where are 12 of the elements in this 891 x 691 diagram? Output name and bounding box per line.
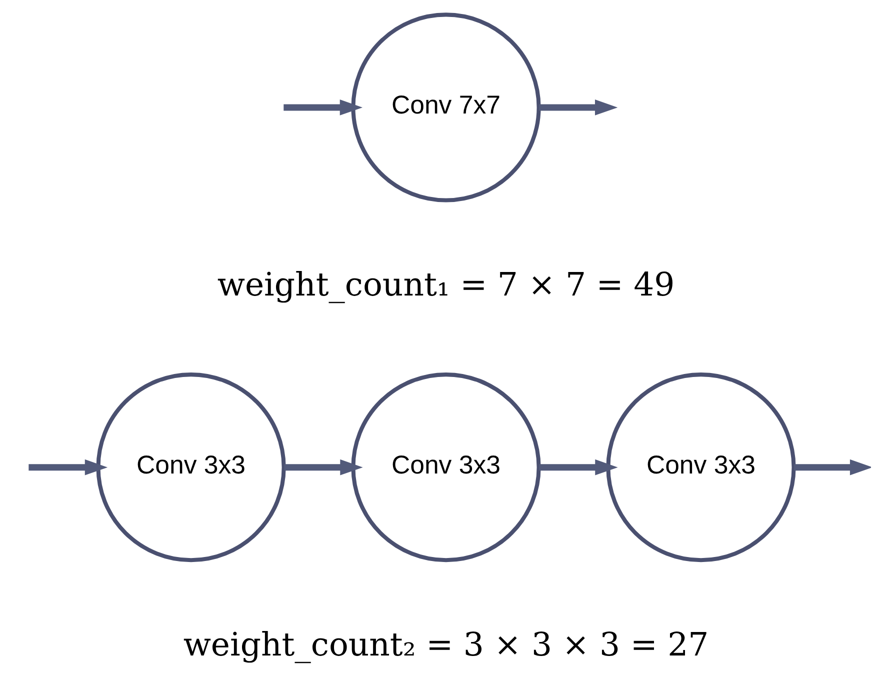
label: weight_count₂ = 3 × 3 × 3 = 27 (182, 625, 708, 664)
arrow (538, 100, 618, 116)
arrow (793, 459, 870, 476)
node-circle: Conv 3x3 (606, 372, 796, 562)
node-circle: Conv 7x7 (350, 12, 540, 202)
node-circle: Conv 3x3 (96, 372, 286, 562)
arrow (284, 459, 362, 476)
node-circle: Conv 3x3 (350, 372, 540, 562)
arrow (283, 100, 362, 116)
arrow (28, 459, 108, 476)
label: weight_count₁ = 7 × 7 = 49 (216, 265, 674, 304)
arrow (538, 459, 618, 476)
